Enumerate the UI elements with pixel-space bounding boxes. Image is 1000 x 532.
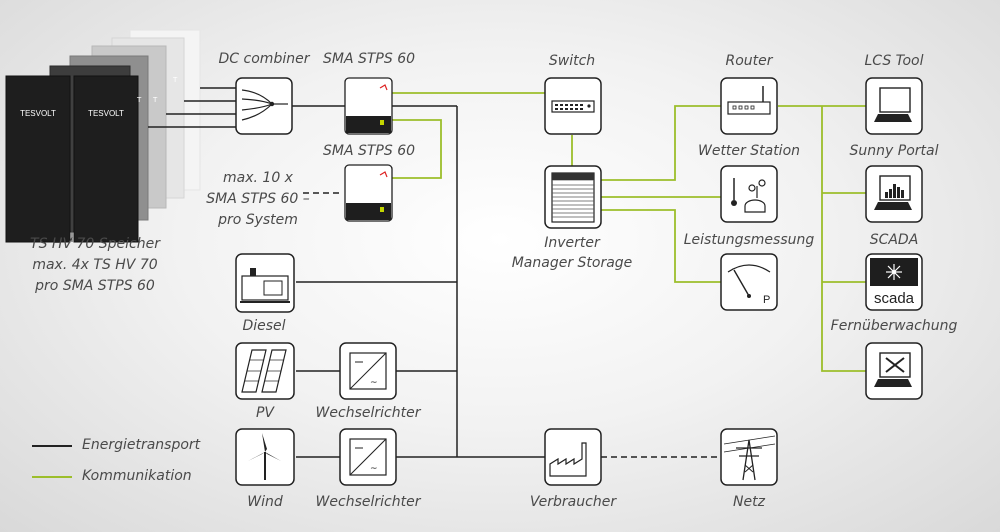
wind-turbine-icon: [235, 428, 295, 486]
sma-inverter-1: [344, 77, 393, 135]
tools-laptop-icon: [865, 342, 923, 400]
legend-energy-label: Energietransport: [82, 437, 201, 453]
weather-station-icon: [720, 165, 778, 223]
label-max10: max. 10 x SMA STPS 60 – pro System: [206, 170, 310, 228]
label-fern: Fernüberwachung: [830, 318, 958, 334]
label-wetter: Wetter Station: [697, 143, 801, 159]
solar-panel-icon: [235, 342, 295, 400]
label-leistung: Leistungsmessung: [683, 232, 815, 248]
label-router: Router: [725, 53, 773, 69]
label-wr1: Wechselrichter: [315, 405, 421, 421]
scada-icon: scada: [865, 253, 923, 311]
label-wr2: Wechselrichter: [315, 494, 421, 510]
cabinet-logo-1: TESVOLT: [20, 109, 56, 118]
server-icon: [544, 165, 602, 229]
label-diesel: Diesel: [242, 318, 286, 334]
generator-icon: [235, 253, 295, 313]
dc-combiner-box: [235, 77, 293, 135]
label-switch: Switch: [548, 53, 596, 69]
network-switch-icon: [544, 77, 602, 135]
communication-lines: [392, 92, 866, 372]
label-lcs: LCS Tool: [864, 53, 924, 69]
legend-comm-label: Kommunikation: [82, 468, 192, 484]
svg-text:~: ~: [370, 464, 378, 474]
svg-text:T: T: [172, 76, 178, 84]
svg-text:P: P: [763, 294, 770, 306]
label-inverter-manager: Inverter Manager Storage: [511, 235, 633, 271]
scada-logo-text: scada: [874, 290, 915, 307]
svg-text:~: ~: [370, 378, 378, 388]
chart-laptop-icon: [865, 165, 923, 223]
dc-ac-icon-2: ~: [339, 428, 397, 486]
cabinet-logo-2: TESVOLT: [88, 109, 124, 118]
dc-ac-icon: ~: [339, 342, 397, 400]
label-dc-combiner: DC combiner: [218, 51, 310, 67]
router-icon: [720, 77, 778, 135]
power-meter-icon: P: [720, 253, 778, 311]
label-verbraucher: Verbraucher: [529, 494, 617, 510]
label-wind: Wind: [247, 494, 283, 510]
storage-cabinets: TESVOLT TESVOLT T T T: [5, 29, 201, 243]
label-storage: TS HV 70 Speicher max. 4x TS HV 70 pro S…: [30, 236, 160, 294]
label-netz: Netz: [733, 494, 765, 510]
laptop-icon: [865, 77, 923, 135]
svg-text:T: T: [136, 96, 142, 104]
svg-text:T: T: [152, 96, 158, 104]
label-sma-1: SMA STPS 60: [322, 51, 416, 67]
sma-inverter-2: [344, 164, 393, 222]
label-pv: PV: [255, 405, 275, 421]
power-pylon-icon: [720, 428, 778, 486]
factory-icon: [544, 428, 602, 486]
label-scada: SCADA: [869, 232, 919, 248]
label-sunny: Sunny Portal: [849, 143, 939, 159]
energy-lines: [148, 87, 721, 458]
label-sma-2: SMA STPS 60: [322, 143, 416, 159]
